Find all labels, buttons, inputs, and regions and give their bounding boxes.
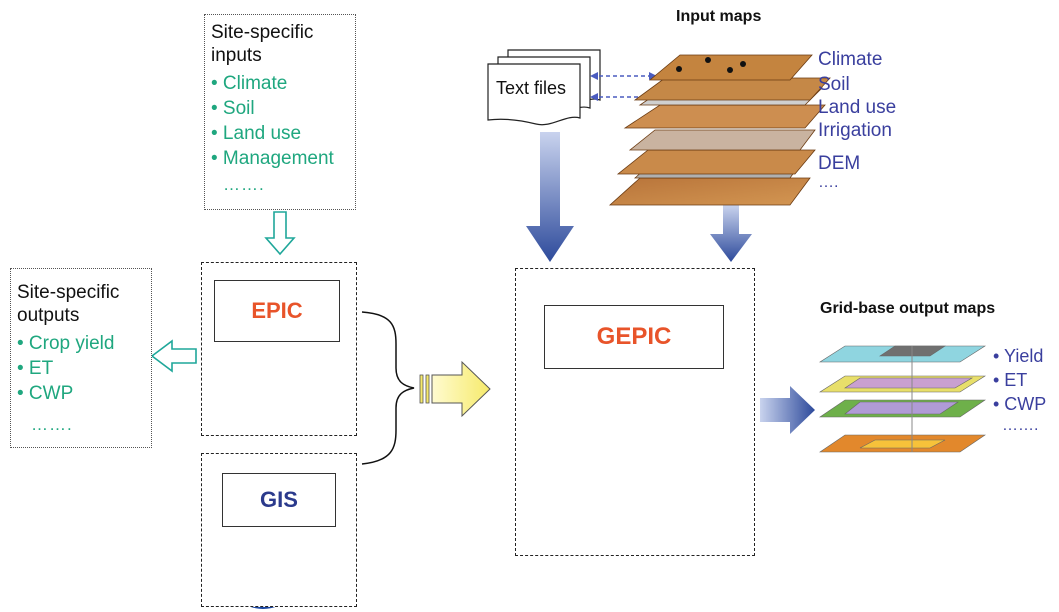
maps-to-gepic-arrow <box>710 205 752 262</box>
text-files-label: Text files <box>496 78 567 98</box>
list-item: • CWP <box>17 383 74 404</box>
gepic-label-box: GEPIC <box>544 305 724 369</box>
epic-label-box: EPIC <box>214 280 340 342</box>
textfiles-to-gepic-arrow <box>526 132 574 262</box>
site-inputs-box: Site-specific inputs • Climate • Soil • … <box>204 14 356 210</box>
map-layer-land-use: Land use <box>818 97 897 118</box>
site-inputs-ellipsis: ……. <box>223 175 265 194</box>
site-outputs-list: • Crop yield • ET • CWP <box>17 331 114 406</box>
gis-label-box: GIS <box>222 473 336 527</box>
map-layer-soil: Soil <box>818 74 850 95</box>
curly-brace <box>361 311 415 465</box>
map-layer-climate: Climate <box>818 49 883 70</box>
epic-to-outputs-arrow <box>150 339 197 373</box>
list-item: • Management <box>211 148 334 169</box>
output-ellipsis: ……. <box>1002 417 1039 434</box>
list-item: • ET <box>17 358 54 379</box>
map-layer-more: …. <box>818 174 839 191</box>
list-item: • Climate <box>211 73 288 94</box>
site-outputs-title: Site-specific outputs <box>17 282 120 326</box>
output-map-layers <box>818 345 987 453</box>
output-item-yield: • Yield <box>993 346 1044 366</box>
site-outputs-box: Site-specific outputs • Crop yield • ET … <box>10 268 152 448</box>
output-item-et: • ET <box>993 370 1028 390</box>
map-layer-dem: DEM <box>818 153 861 174</box>
map-layer-irrigation: Irrigation <box>818 120 892 141</box>
site-outputs-ellipsis: ……. <box>31 415 73 434</box>
list-item: • Land use <box>211 123 302 144</box>
input-map-layers <box>608 54 831 206</box>
output-maps-title: Grid-base output maps <box>820 300 996 317</box>
gepic-label: GEPIC <box>596 323 672 350</box>
output-item-cwp: • CWP <box>993 394 1047 414</box>
epic-label: EPIC <box>251 298 303 323</box>
site-inputs-list: • Climate • Soil • Land use • Management <box>211 71 334 171</box>
input-maps-title: Input maps <box>676 8 762 25</box>
list-item: • Soil <box>211 98 255 119</box>
inputs-to-epic-arrow <box>264 211 296 256</box>
site-inputs-title: Site-specific inputs <box>211 22 314 66</box>
yellow-arrow <box>419 360 491 418</box>
gis-label: GIS <box>260 487 298 512</box>
list-item: • Crop yield <box>17 333 115 354</box>
gepic-to-outputs-arrow <box>760 386 815 434</box>
text-files-stack <box>487 49 601 126</box>
